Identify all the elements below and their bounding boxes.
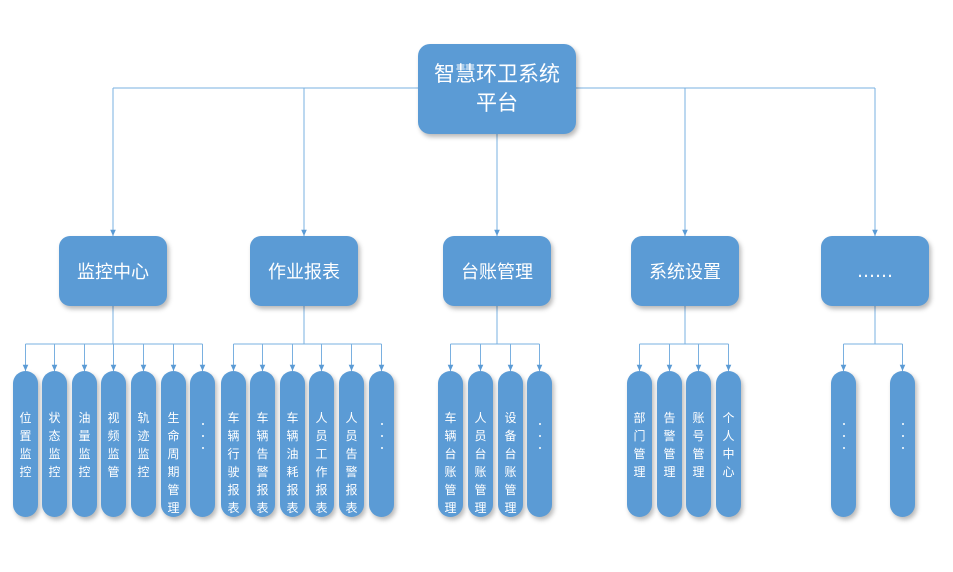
leaf-label: 车辆告警报表: [256, 411, 269, 515]
leaf-node[interactable]: ···: [369, 371, 394, 517]
ellipsis-dot: [201, 447, 204, 449]
leaf-label: 视频监管: [107, 411, 120, 479]
ellipsis-dot: [901, 435, 904, 437]
leaf-label: 人员台账管理: [474, 411, 487, 515]
leaf-node[interactable]: ···: [527, 371, 552, 517]
ellipsis-dot: [380, 447, 383, 449]
category-label: 监控中心: [77, 262, 149, 283]
category-monitoring-center[interactable]: 监控中心: [59, 236, 167, 306]
root-title-line2: 平台: [476, 91, 518, 115]
leaf-node[interactable]: 人员告警报表: [339, 371, 364, 517]
category-label: ……: [857, 260, 893, 282]
leaf-label: 油量监控: [78, 411, 91, 479]
leaf-node[interactable]: 个人中心: [716, 371, 741, 517]
category-label: 台账管理: [461, 262, 533, 283]
category-label: 作业报表: [268, 262, 340, 283]
leaf-label: 车辆油耗报表: [286, 411, 299, 515]
leaf-node[interactable]: 设备台账管理: [498, 371, 523, 517]
leaf-node[interactable]: 油量监控: [72, 371, 97, 517]
leaf-label: 个人中心: [722, 411, 735, 479]
category-work-reports[interactable]: 作业报表: [250, 236, 358, 306]
leaf-node[interactable]: 车辆行驶报表: [221, 371, 246, 517]
leaf-label: 设备台账管理: [504, 411, 517, 515]
leaf-node[interactable]: 状态监控: [42, 371, 67, 517]
leaf-node[interactable]: ···: [190, 371, 215, 517]
ellipsis-dot: [201, 423, 204, 425]
leaf-node[interactable]: 视频监管: [101, 371, 126, 517]
ellipsis-dot: [901, 423, 904, 425]
leaf-label: 人员告警报表: [345, 411, 358, 515]
ellipsis-dot: [380, 423, 383, 425]
leaf-label: 车辆行驶报表: [227, 411, 240, 515]
category-label: 系统设置: [649, 262, 721, 283]
root-title-line1: 智慧环卫系统: [434, 62, 560, 86]
leaf-node[interactable]: 人员工作报表: [309, 371, 334, 517]
leaf-node[interactable]: 账号管理: [686, 371, 711, 517]
leaf-label: 状态监控: [48, 411, 61, 479]
leaf-node[interactable]: 车辆油耗报表: [280, 371, 305, 517]
leaf-node[interactable]: 告警管理: [657, 371, 682, 517]
category-more[interactable]: ……: [821, 236, 929, 306]
leaf-node[interactable]: 车辆台账管理: [438, 371, 463, 517]
root-node[interactable]: 智慧环卫系统 平台: [418, 44, 576, 134]
leaf-label: 人员工作报表: [315, 411, 328, 515]
leaf-node[interactable]: 轨迹监控: [131, 371, 156, 517]
ellipsis-dot: [842, 423, 845, 425]
ellipsis-dot: [538, 423, 541, 425]
category-system-settings[interactable]: 系统设置: [631, 236, 739, 306]
leaf-node[interactable]: 车辆告警报表: [250, 371, 275, 517]
ellipsis-dot: [201, 435, 204, 437]
leaf-label: 轨迹监控: [137, 411, 150, 479]
leaf-node[interactable]: 位置监控: [13, 371, 38, 517]
leaf-node[interactable]: 生命周期管理: [161, 371, 186, 517]
ellipsis-dot: [538, 447, 541, 449]
leaf-label: 位置监控: [19, 411, 32, 479]
leaf-label: 账号管理: [692, 411, 705, 479]
ellipsis-dot: [842, 447, 845, 449]
leaf-node[interactable]: 人员台账管理: [468, 371, 493, 517]
ellipsis-dot: [538, 435, 541, 437]
leaf-node[interactable]: 部门管理: [627, 371, 652, 517]
ellipsis-dot: [380, 435, 383, 437]
ellipsis-dot: [901, 447, 904, 449]
leaf-node[interactable]: ···: [890, 371, 915, 517]
ellipsis-dot: [842, 435, 845, 437]
leaf-label: 生命周期管理: [167, 411, 180, 515]
category-ledger-management[interactable]: 台账管理: [443, 236, 551, 306]
leaf-label: 部门管理: [633, 411, 646, 479]
leaf-node[interactable]: ···: [831, 371, 856, 517]
leaf-label: 车辆台账管理: [444, 411, 457, 515]
leaf-label: 告警管理: [663, 411, 676, 479]
